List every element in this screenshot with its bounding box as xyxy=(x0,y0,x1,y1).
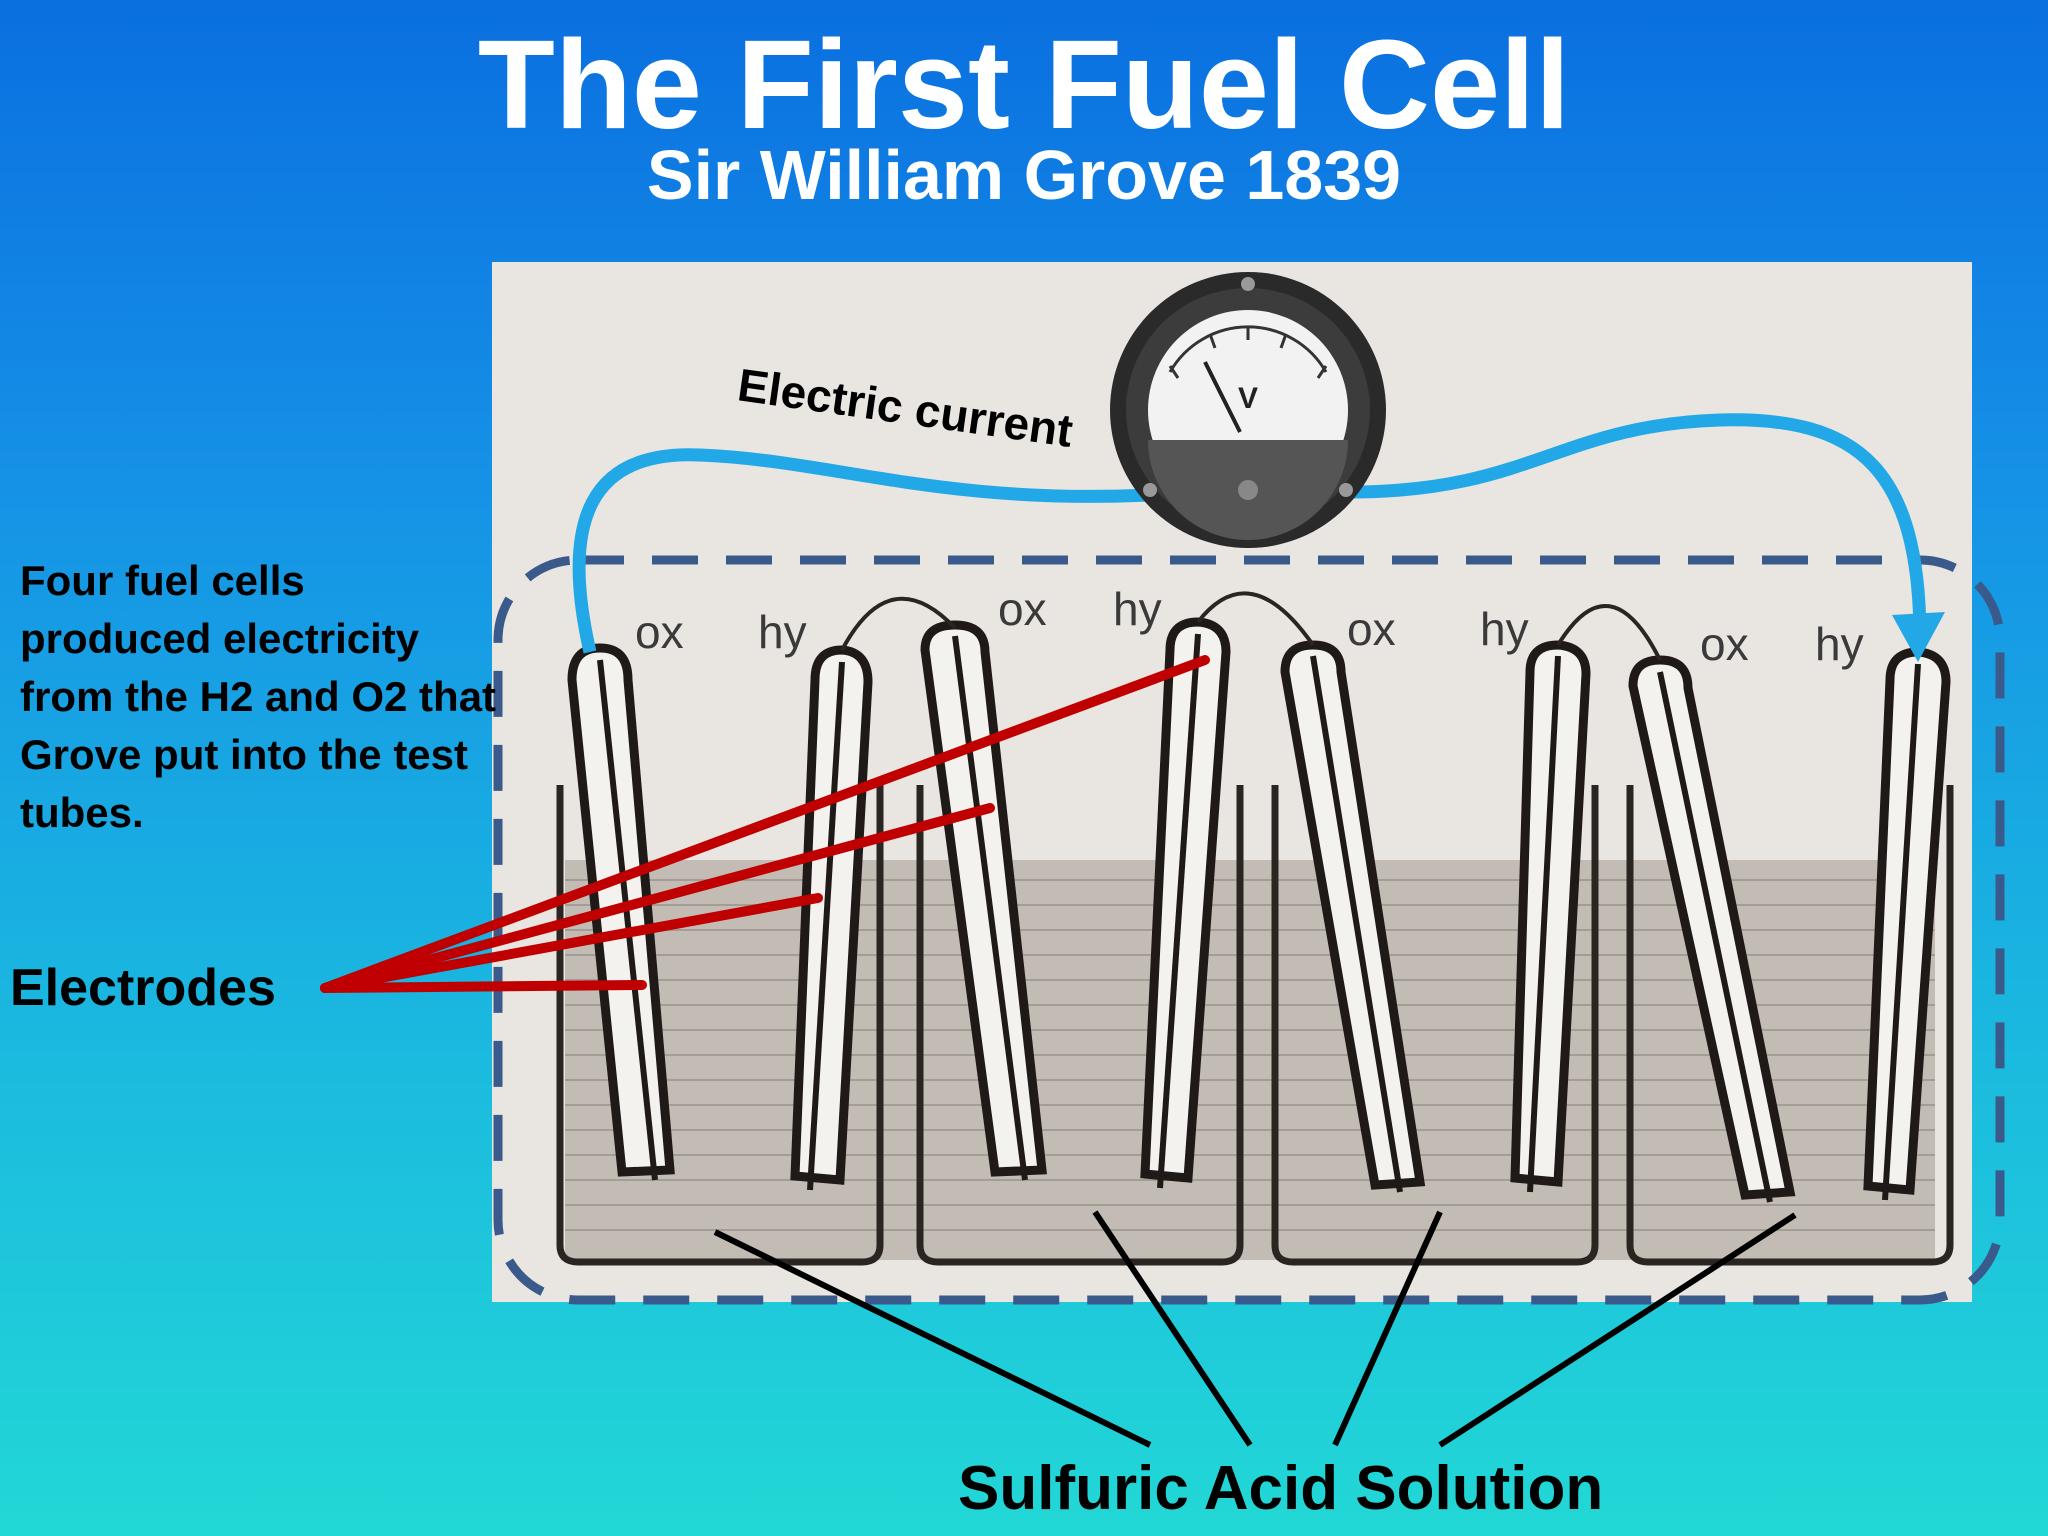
beakers xyxy=(556,785,1954,1266)
current-arrowhead xyxy=(1892,612,1945,662)
connecting-wires xyxy=(840,591,1662,661)
slide-title: The First Fuel Cell xyxy=(477,14,1571,155)
tube-hy-2 xyxy=(1140,617,1231,1183)
label-hy-2: hy xyxy=(1113,583,1162,635)
label-hy-1: hy xyxy=(758,606,807,658)
electrodes-label: Electrodes xyxy=(10,959,276,1017)
slide-subtitle: Sir William Grove 1839 xyxy=(646,136,1402,214)
tube-hy-3 xyxy=(1510,640,1591,1187)
beaker-3 xyxy=(1271,785,1599,1266)
label-hy-3: hy xyxy=(1480,603,1529,655)
label-ox-1: ox xyxy=(635,606,684,658)
test-tubes xyxy=(567,617,1951,1200)
electrode-pointers xyxy=(320,655,1210,993)
beaker-2 xyxy=(916,785,1244,1266)
label-hy-4: hy xyxy=(1815,618,1864,670)
acid-pointers xyxy=(713,1210,1797,1448)
description-text: Four fuel cells produced electricity fro… xyxy=(20,557,497,836)
voltmeter-icon: V xyxy=(1110,272,1386,548)
tube-hy-1 xyxy=(790,645,873,1185)
electrode-wires xyxy=(597,633,1921,1203)
tube-ox-2 xyxy=(920,620,1047,1177)
label-ox-3: ox xyxy=(1347,603,1396,655)
voltmeter-label: V xyxy=(1238,382,1258,415)
beaker-4 xyxy=(1626,785,1954,1266)
beaker-1 xyxy=(556,785,884,1266)
label-ox-2: ox xyxy=(998,583,1047,635)
acid-label: Sulfuric Acid Solution xyxy=(958,1454,1604,1523)
label-ox-4: ox xyxy=(1700,618,1749,670)
dashed-enclosure xyxy=(493,555,2005,1305)
